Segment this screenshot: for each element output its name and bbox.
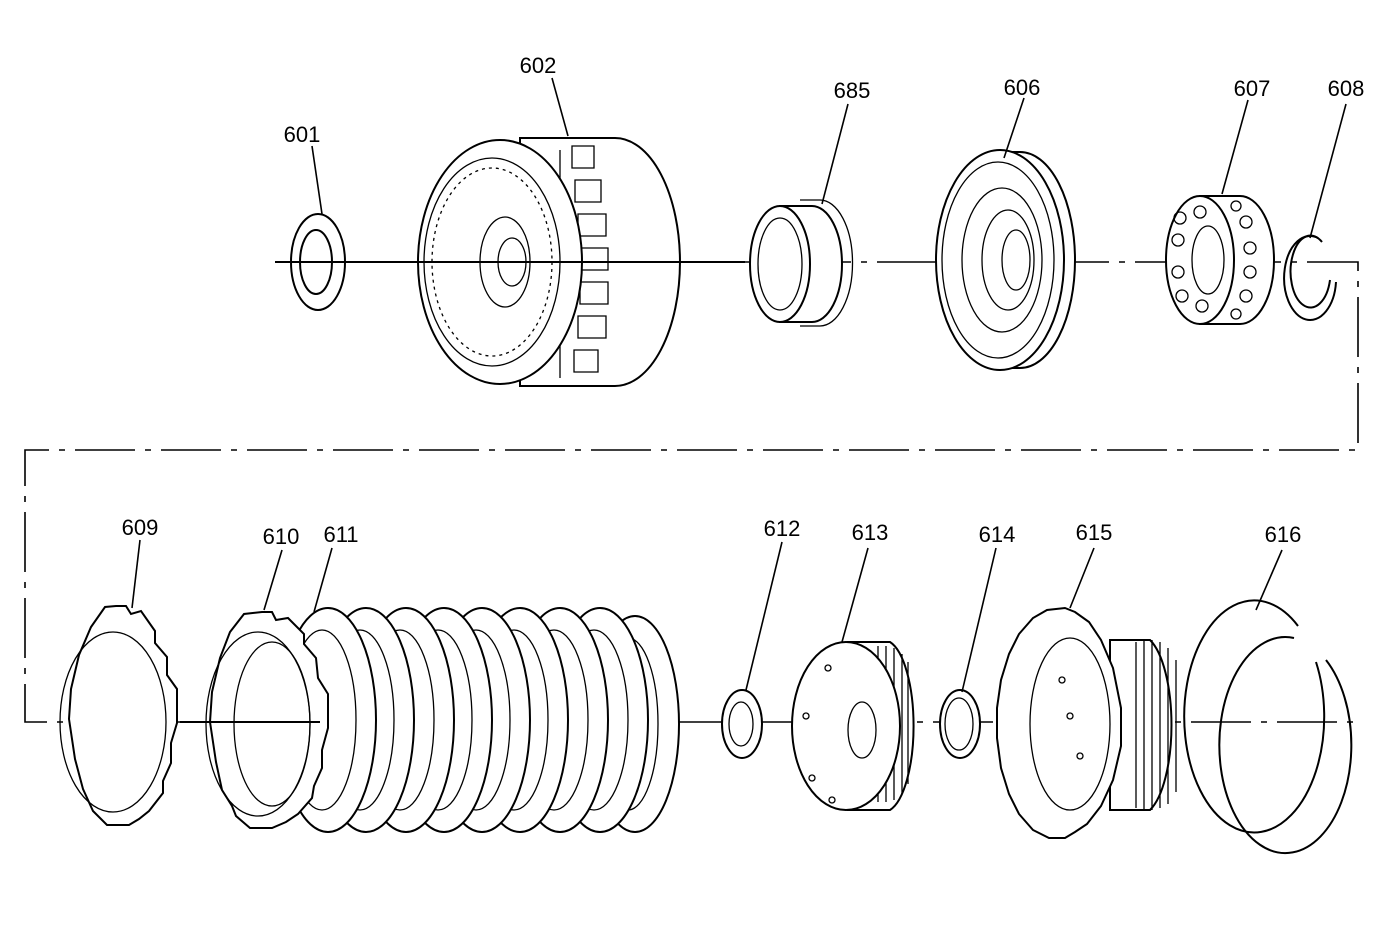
callout-611: 611: [323, 522, 358, 547]
callout-609: 609: [122, 515, 159, 540]
part-607-spring-assembly: [1165, 195, 1275, 325]
leader-lines: [131, 77, 1347, 693]
callout-607: 607: [1234, 76, 1271, 101]
callout-601: 601: [284, 122, 321, 147]
callout-608: 608: [1328, 76, 1365, 101]
part-615-drum: [996, 606, 1177, 839]
callout-685: 685: [834, 78, 871, 103]
callout-labels: 601 602 685 606 607 608 609 610 611 612 …: [122, 53, 1365, 549]
part-606-piston: [935, 149, 1076, 371]
friction-plate-front: [205, 611, 329, 829]
callout-614: 614: [979, 522, 1016, 547]
part-601-thrust-washer: [275, 213, 346, 311]
part-610-611-clutch-pack: [180, 607, 680, 833]
spring-coils: [1171, 200, 1257, 320]
callout-612: 612: [764, 516, 801, 541]
callout-616: 616: [1265, 522, 1302, 547]
part-613-hub: [791, 641, 915, 811]
callout-606: 606: [1004, 75, 1041, 100]
part-685-seal: [749, 199, 854, 327]
callout-613: 613: [852, 520, 889, 545]
clutch-plate-rear: [279, 607, 680, 833]
drum-spline-lugs: [571, 145, 609, 373]
drum-615-splines: [1135, 640, 1177, 810]
callout-610: 610: [263, 524, 300, 549]
part-608-snap-ring: [1283, 234, 1337, 321]
part-614-thrust-washer: [939, 689, 981, 759]
part-609-steel-plate: [59, 605, 178, 826]
part-612-thrust-washer: [721, 689, 763, 759]
part-602-drum: [345, 137, 745, 387]
part-616-snap-ring: [1183, 599, 1353, 855]
callout-602: 602: [520, 53, 557, 78]
callout-615: 615: [1076, 520, 1113, 545]
